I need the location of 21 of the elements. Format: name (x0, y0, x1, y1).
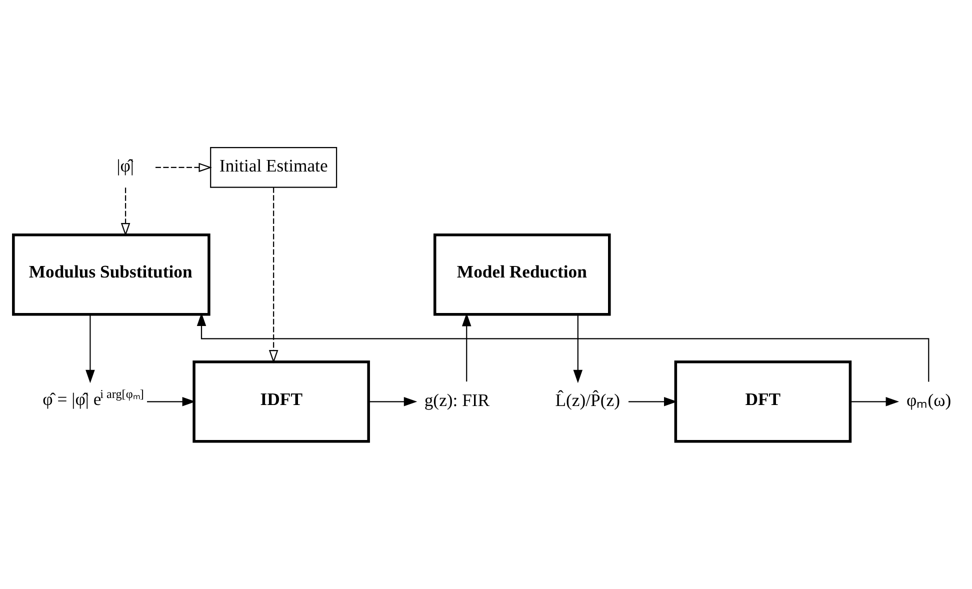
node-text: |φ̂| (116, 156, 134, 176)
node-box: Initial Estimate (210, 147, 337, 188)
node-box: Modulus Substitution (12, 233, 210, 316)
arrow (120, 188, 130, 236)
node-text: L̂(z)/P̂(z) (554, 390, 620, 410)
arrow (196, 312, 929, 382)
arrow (572, 314, 582, 384)
arrow (268, 187, 278, 364)
arrow (146, 397, 196, 406)
node-box: DFT (674, 360, 852, 443)
arrow (368, 397, 417, 406)
node-text: φ̂ = |φ̂| e$^{i arg[φₘ]}$ (42, 386, 144, 409)
node-box: IDFT (192, 360, 370, 443)
arrow (461, 312, 471, 382)
arrow (628, 397, 677, 406)
node-text: φₘ(ω) (906, 390, 951, 410)
arrow (85, 314, 94, 384)
node-text: g(z): FIR (424, 390, 490, 410)
arrow (850, 397, 899, 406)
arrow (155, 162, 212, 172)
node-box: Model Reduction (432, 233, 610, 316)
